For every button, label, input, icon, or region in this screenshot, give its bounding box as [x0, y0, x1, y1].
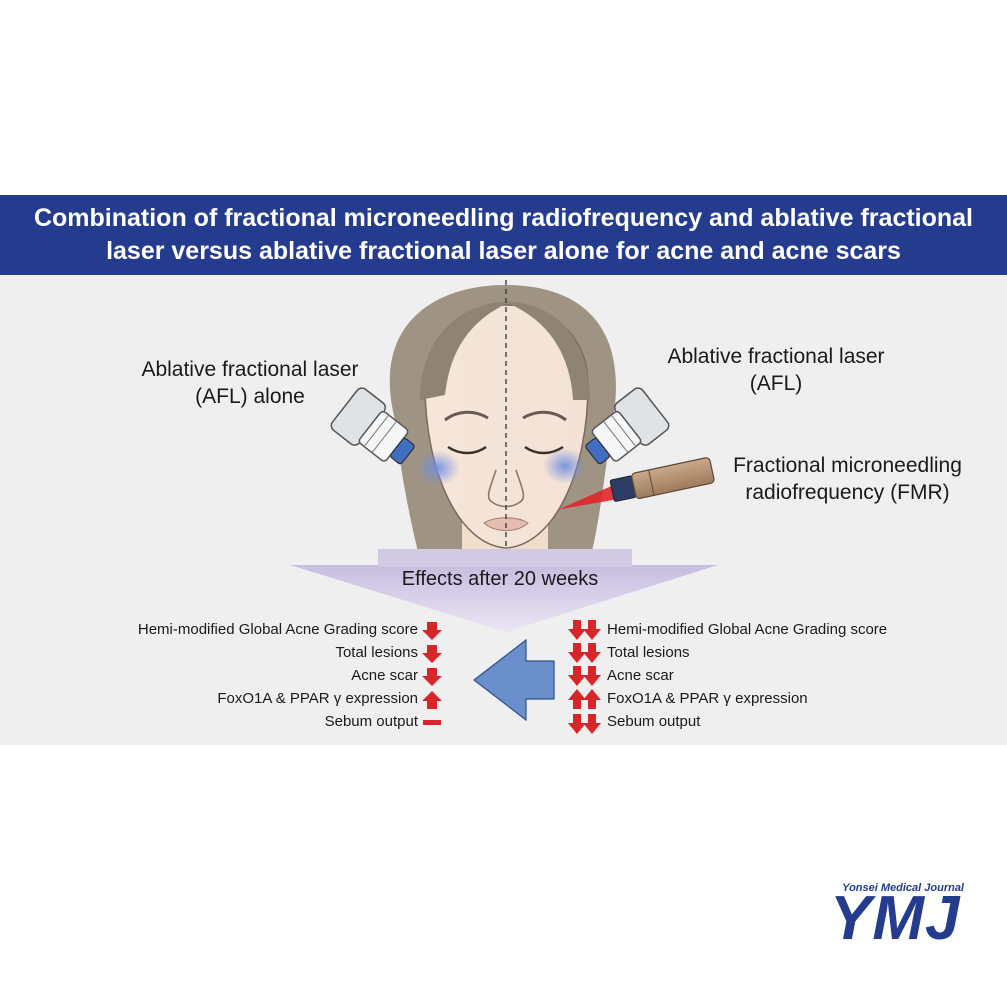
outcome-label: FoxO1A & PPAR γ expression [607, 690, 808, 707]
arrow-down-icon [422, 645, 442, 663]
effects-title: Effects after 20 weeks [401, 568, 599, 590]
label-fmr-line2: radiofrequency (FMR) [745, 481, 950, 504]
outcome-label: Hemi-modified Global Acne Grading score [137, 621, 418, 638]
label-afl: Ablative fractional laser (AFL) [646, 343, 906, 397]
label-fmr: Fractional microneedling radiofrequency … [710, 452, 985, 506]
outcome-label: Sebum output [607, 713, 701, 730]
label-afl-alone-line2: (AFL) alone [195, 385, 305, 408]
laser-glow-right [543, 448, 587, 484]
combination-indicators [568, 620, 601, 734]
combination-outcomes: Hemi-modified Global Acne Grading score … [607, 620, 987, 740]
hair-bangs [420, 301, 510, 400]
effects-triangle [290, 565, 718, 632]
title-line-1: Combination of fractional microneedling … [33, 204, 974, 232]
afl-device-left [330, 387, 415, 465]
dash-icon [423, 720, 441, 725]
outcome-label: Acne scar [607, 667, 674, 684]
ymj-logo: Yonsei Medical Journal YMJ [830, 880, 970, 960]
logo-subtitle: Yonsei Medical Journal [842, 882, 964, 894]
outcome-label: Total lesions [335, 644, 418, 661]
label-afl-alone: Ablative fractional laser (AFL) alone [120, 356, 380, 410]
brow-right [522, 410, 567, 422]
fmr-device [558, 457, 715, 510]
afl-alone-indicators [422, 622, 442, 725]
eye-left [447, 445, 487, 455]
laser-glow-left [416, 450, 460, 486]
outcome-label: FoxO1A & PPAR γ expression [217, 690, 418, 707]
double-arrow-up-icon [568, 689, 601, 709]
afl-device-right [585, 387, 670, 465]
double-arrow-down-icon [568, 714, 601, 734]
label-afl-line2: (AFL) [749, 372, 803, 395]
arrow-down-icon [422, 622, 442, 640]
title-banner: Combination of fractional microneedling … [0, 195, 1007, 275]
logo-abbr: YMJ [830, 884, 961, 953]
label-afl-line1: Ablative fractional laser [667, 345, 885, 368]
comparison-arrow [473, 638, 555, 722]
title-line-2: laser versus ablative fractional laser a… [106, 237, 901, 265]
double-arrow-down-icon [568, 620, 601, 640]
double-arrow-down-icon [568, 666, 601, 686]
outcome-label: Hemi-modified Global Acne Grading score [607, 621, 888, 638]
arrow-down-icon [422, 668, 442, 686]
label-fmr-line1: Fractional microneedling [733, 454, 962, 477]
brow-left [444, 410, 489, 422]
double-arrow-down-icon [568, 643, 601, 663]
label-afl-alone-line1: Ablative fractional laser [141, 358, 359, 381]
afl-alone-outcomes: Hemi-modified Global Acne Grading score … [0, 620, 418, 740]
arrow-up-icon [422, 691, 442, 709]
outcome-label: Sebum output [324, 713, 418, 730]
outcome-label: Acne scar [351, 667, 418, 684]
outcome-label: Total lesions [607, 644, 690, 661]
